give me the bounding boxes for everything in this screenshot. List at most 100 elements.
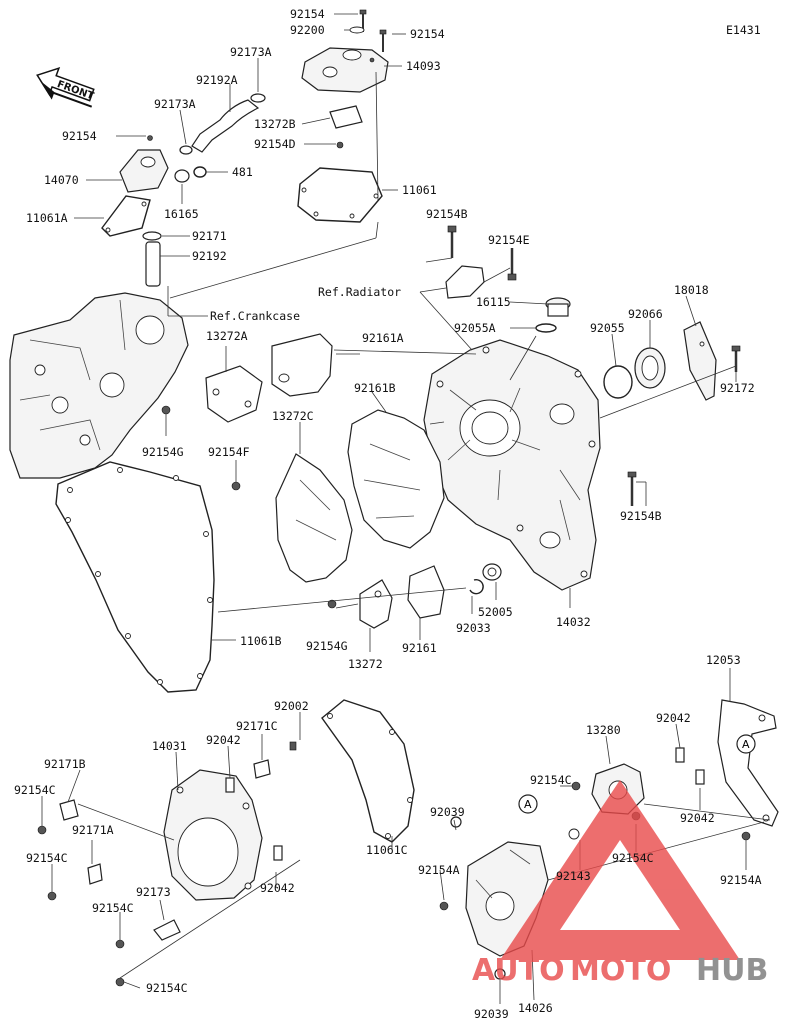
label-13272: 13272 [348, 657, 383, 671]
label-92154-b: 92154 [410, 27, 445, 41]
grommet-92039-a [450, 816, 462, 828]
bolt-92172 [731, 345, 741, 372]
label-92154E: 92154E [488, 233, 530, 247]
label-92171A: 92171A [72, 823, 114, 837]
label-13280: 13280 [586, 723, 621, 737]
label-92042-b: 92042 [656, 711, 691, 725]
label-92173: 92173 [136, 885, 171, 899]
label-92154C-f: 92154C [146, 981, 188, 995]
label-16115: 16115 [476, 295, 511, 309]
clamp-92171A [87, 863, 103, 885]
label-92173A-b: 92173A [154, 97, 196, 111]
label-92154A-b: 92154A [720, 873, 762, 887]
label-11061B: 11061B [240, 634, 282, 648]
label-92055: 92055 [590, 321, 625, 335]
water-pipe-14070 [119, 135, 169, 193]
label-14031: 14031 [152, 739, 187, 753]
label-92171C: 92171C [236, 719, 278, 733]
label-92173A-a: 92173A [230, 45, 272, 59]
clamp-92171B [59, 799, 79, 821]
label-92171B: 92171B [44, 757, 86, 771]
label-11061C: 11061C [366, 843, 408, 857]
bolt-92154C-a [37, 825, 47, 835]
watermark-logo: AUTO MOTO HUB [472, 780, 768, 988]
circlip-92033 [469, 578, 484, 595]
gasket-11061A [101, 195, 151, 237]
label-92033: 92033 [456, 621, 491, 635]
washer-92200 [349, 26, 365, 34]
washer-92143 [568, 828, 580, 840]
label-92042-d: 92042 [260, 881, 295, 895]
plate-13272C [275, 453, 353, 583]
label-92154B-top: 92154B [426, 207, 468, 221]
ref-mark-a-2: A [518, 794, 538, 814]
label-18018: 18018 [674, 283, 709, 297]
generator-cover-14031 [163, 769, 263, 901]
dowel-92042-b [675, 747, 685, 763]
label-11061A: 11061A [26, 211, 68, 225]
label-92154A-a: 92154A [418, 863, 460, 877]
label-92192A: 92192A [196, 73, 238, 87]
o-ring-481 [193, 166, 207, 178]
watermark-auto: AUTO [472, 953, 565, 988]
hose-92192 [145, 241, 161, 287]
label-92192: 92192 [192, 249, 227, 263]
label-92143: 92143 [556, 869, 591, 883]
label-92154C-b: 92154C [530, 773, 572, 787]
bolt-92002 [289, 741, 297, 751]
bolt-92154A-a [439, 901, 449, 911]
label-92154D: 92154D [254, 137, 296, 151]
label-92154C-c: 92154C [26, 851, 68, 865]
ref-mark-a-1: A [736, 734, 756, 754]
label-92042-c: 92042 [680, 811, 715, 825]
clamp-92171 [142, 231, 162, 241]
o-ring-92055 [603, 365, 633, 399]
o-ring-92055A [535, 323, 557, 333]
oil-seal-52005 [482, 563, 502, 581]
bolt-92154F [231, 481, 241, 491]
bolt-92154C-d [115, 977, 125, 987]
diagram-code: E1431 [726, 23, 761, 37]
bolt-92154C-e [571, 781, 581, 791]
gasket-11061C [321, 699, 415, 843]
thermostat-housing-14093 [301, 47, 389, 93]
dowel-92042-d [695, 769, 705, 785]
label-13272C: 13272C [272, 409, 314, 423]
label-92200: 92200 [290, 23, 325, 37]
label-92039-b: 92039 [474, 1007, 509, 1021]
label-13272A: 13272A [206, 329, 248, 343]
label-92154G-b: 92154G [306, 639, 348, 653]
label-92171: 92171 [192, 229, 227, 243]
label-92161: 92161 [402, 641, 437, 655]
bolt-92154C-c [115, 939, 125, 949]
label-92154C-e: 92154C [92, 901, 134, 915]
bolt-92154A-b [741, 831, 751, 841]
label-92172: 92172 [720, 381, 755, 395]
plate-13272 [359, 579, 393, 629]
svg-text:A: A [742, 738, 750, 751]
label-11061-top: 11061 [402, 183, 437, 197]
label-52005: 52005 [478, 605, 513, 619]
label-92154C-d: 92154C [612, 851, 654, 865]
label-92154C-a: 92154C [14, 783, 56, 797]
svg-text:A: A [524, 798, 532, 811]
part-labels: 92154 92200 92154 92173A 14093 92192A 92… [14, 7, 762, 1021]
bracket-ref-radiator [445, 265, 485, 299]
clamp-92173A [250, 93, 266, 103]
bolt-92154D [336, 141, 344, 149]
plate-13272A [205, 365, 263, 423]
leader-lines [41, 13, 771, 1004]
clamp-92173A-b [179, 145, 193, 155]
grommet-92039-b [494, 968, 506, 980]
label-14032: 14032 [556, 615, 591, 629]
label-ref-radiator: Ref.Radiator [318, 285, 401, 299]
label-481: 481 [232, 165, 253, 179]
bolt-92154B [447, 225, 457, 258]
label-92066: 92066 [628, 307, 663, 321]
label-92154-c: 92154 [62, 129, 97, 143]
label-ref-crankcase: Ref.Crankcase [210, 309, 300, 323]
oil-level-gauge-92066 [634, 347, 666, 389]
dowel-92042-c [273, 845, 283, 861]
bolt-92154B-mid [627, 471, 637, 506]
